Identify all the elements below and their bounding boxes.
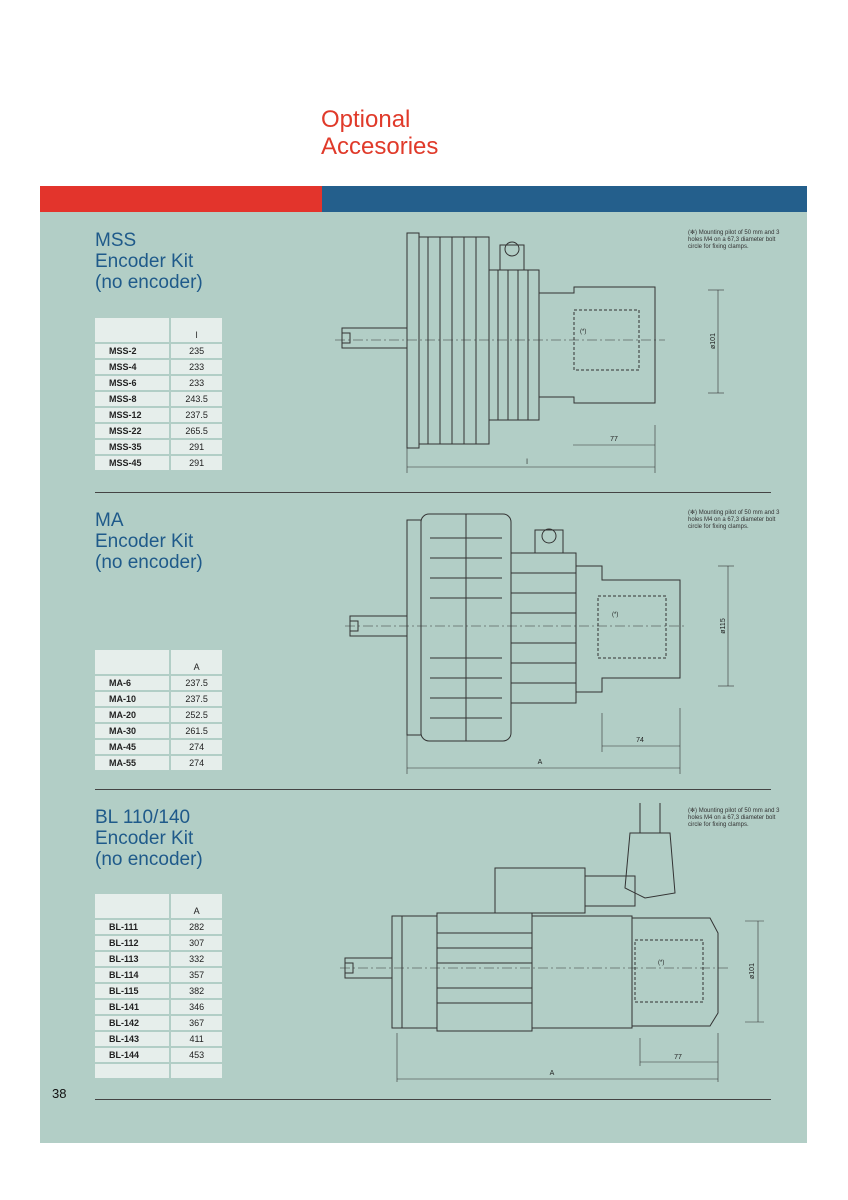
bl-motor-drawing: (*) ø101 77 A [340,803,764,1082]
encoder-housing [575,565,681,693]
flange [406,519,422,736]
ma-section-title: MA Encoder Kit (no encoder) [95,510,203,573]
terminal-box [534,529,564,554]
length-label: 74 [636,737,644,744]
ma-title-line-1: MA [95,510,124,531]
star-label: (*) [580,329,586,335]
ma-motor-drawing: (*) ø115 74 A [345,513,734,774]
total-length-label: l [526,459,528,466]
title-line-1: Optional [321,106,411,133]
diameter-label: ø115 [720,618,727,634]
title-line-2: Accesories [321,133,439,160]
bl-title-line-1: BL 110/140 [95,807,191,828]
bl-mounting-note: (✻) Mounting pilot of 50 mm and 3 holes … [688,808,780,828]
mss-motor-drawing: (*) ø101 77 l [335,232,724,473]
column-header: l [169,318,222,344]
length-label: 77 [610,436,618,443]
column-header: A [169,894,222,920]
mss-title-line-1: MSS [95,230,137,251]
page-number: 38 [52,1086,67,1101]
diameter-label: ø101 [749,963,756,979]
ma-mounting-note: (✻) Mounting pilot of 50 mm and 3 holes … [688,510,780,530]
ma-title-line-3: (no encoder) [95,552,203,573]
bl-section-title: BL 110/140 Encoder Kit (no encoder) [95,807,203,870]
shaft [341,327,408,349]
ma-title-line-2: Encoder Kit [95,531,194,552]
table-footer-row [95,1063,222,1080]
star-label: (*) [658,960,664,966]
bl-title-line-2: Encoder Kit [95,828,194,849]
encoder-housing [631,917,719,1027]
mss-title-line-2: Encoder Kit [95,251,194,272]
section-divider [95,789,771,790]
cable [639,803,661,833]
cooling-fins [418,236,490,445]
footer-rule [95,1099,771,1100]
mss-section-title: MSS Encoder Kit (no encoder) [95,230,203,293]
bl-title-line-3: (no encoder) [95,849,203,870]
flange [406,232,420,449]
flange [391,915,403,1029]
mss-mounting-note: (✻) Mounting pilot of 50 mm and 3 holes … [688,230,780,250]
motor-body [510,552,577,704]
table-header-row: A [95,650,222,676]
motor-body [488,269,540,421]
mss-title-line-3: (no encoder) [95,272,203,293]
star-label: (*) [612,612,618,618]
header-bar-red [40,186,322,212]
table-header-row: l [95,318,222,344]
page-title: Optional Accesories [321,106,438,160]
total-length-label: A [550,1070,555,1077]
motor-body [436,912,533,1032]
encoder-housing [538,286,656,404]
section-divider [95,492,771,493]
length-label: 77 [674,1054,682,1061]
table-header-row: A [95,894,222,920]
column-header: A [169,650,222,676]
header-bar-blue [322,186,807,212]
cable-connector [624,832,676,899]
total-length-label: A [538,759,543,766]
terminal-box [494,867,586,914]
terminal-box [499,244,525,271]
diameter-label: ø101 [710,333,717,349]
